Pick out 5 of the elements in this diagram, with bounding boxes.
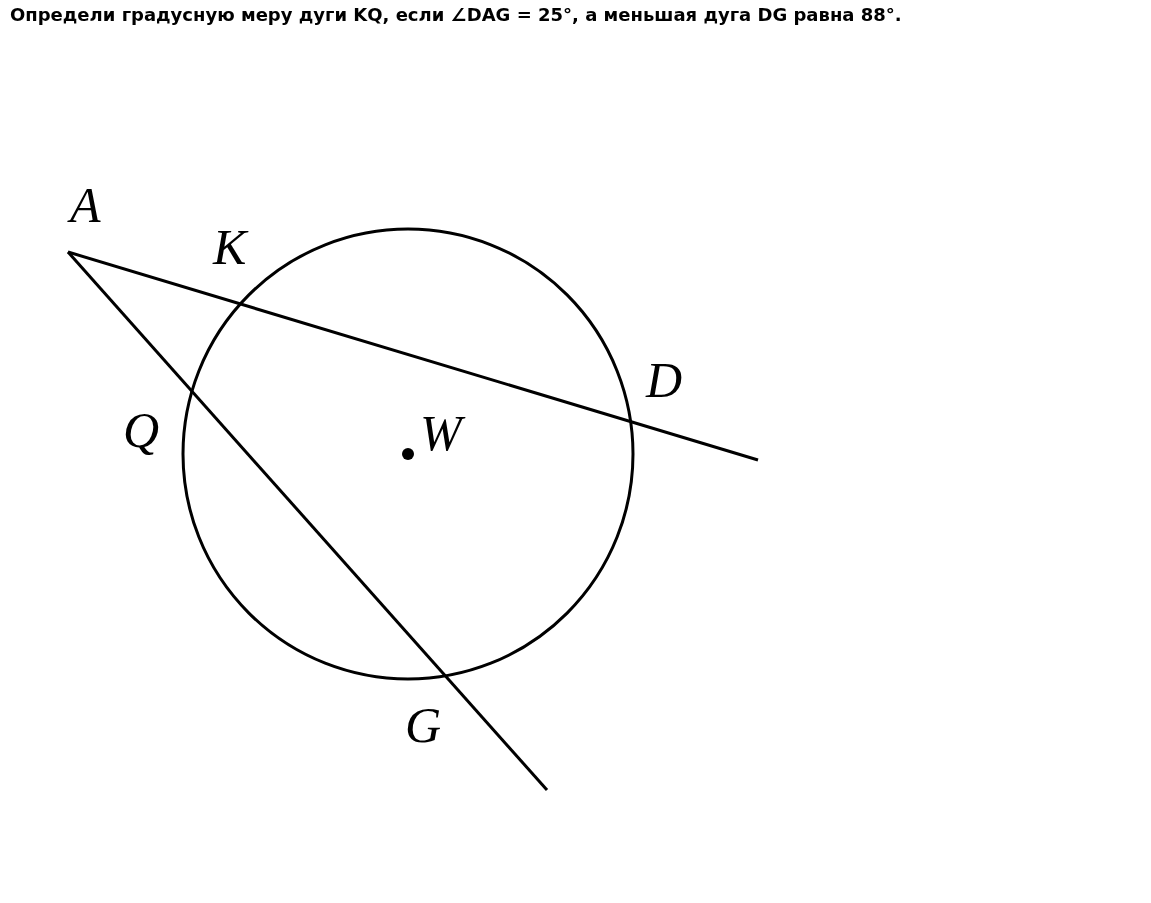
problem-statement: Определи градусную меру дуги KQ, если ∠DAG = 25°, а меньшая дуга DG равна 88°. xyxy=(10,4,902,25)
point-label: K xyxy=(213,222,247,272)
point-label: Q xyxy=(123,405,160,455)
point-label: G xyxy=(405,700,442,750)
point-label: D xyxy=(646,355,683,405)
